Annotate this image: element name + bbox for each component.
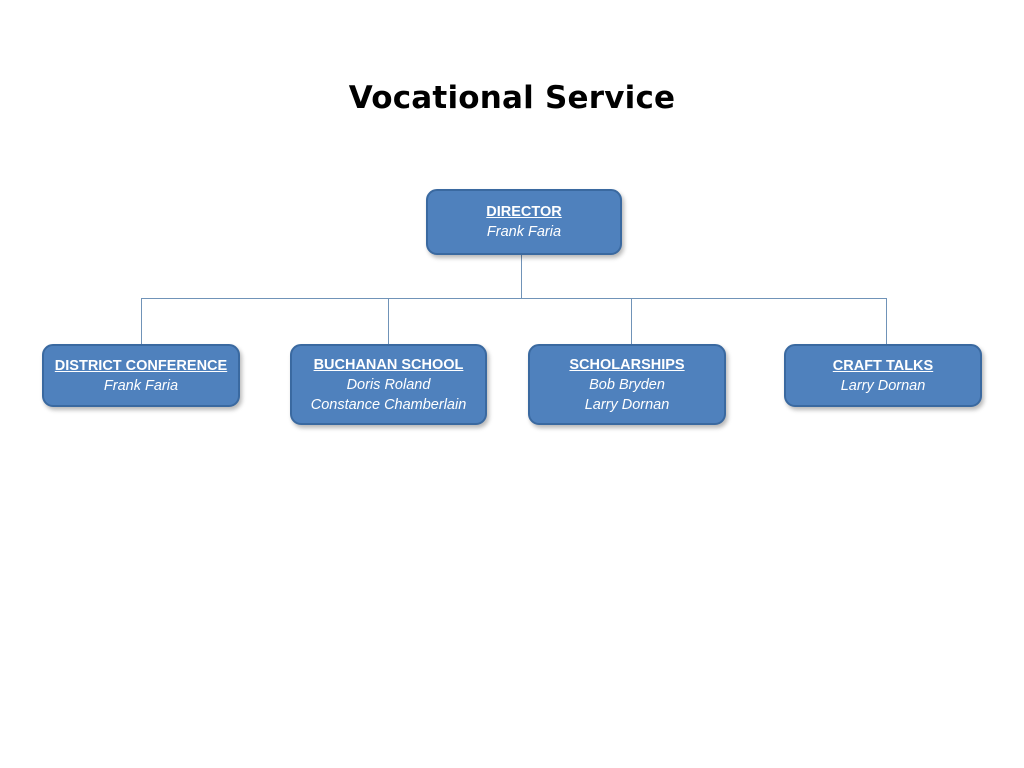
- org-node-district-conference-person-1: Frank Faria: [103, 377, 179, 394]
- org-node-district-conference[interactable]: DISTRICT CONFERENCE Frank Faria: [42, 344, 240, 407]
- org-node-director[interactable]: DIRECTOR Frank Faria: [426, 189, 622, 255]
- org-node-craft-talks-person-1: Larry Dornan: [840, 377, 926, 394]
- org-node-director-role: DIRECTOR: [486, 204, 562, 220]
- org-node-craft-talks-role: CRAFT TALKS: [832, 357, 934, 374]
- page-title: Vocational Service: [348, 80, 676, 116]
- connector-drop-buchanan-school: [388, 298, 389, 345]
- org-node-craft-talks[interactable]: CRAFT TALKS Larry Dornan: [784, 344, 982, 407]
- org-node-district-conference-role: DISTRICT CONFERENCE: [54, 357, 228, 374]
- connector-director-stem: [521, 254, 522, 299]
- connector-drop-scholarships: [631, 298, 632, 345]
- org-node-buchanan-school-person-2: Constance Chamberlain: [310, 396, 467, 413]
- connector-horizontal-bus: [141, 298, 887, 299]
- org-node-scholarships-person-2: Larry Dornan: [584, 396, 670, 413]
- org-node-scholarships-role: SCHOLARSHIPS: [569, 356, 685, 373]
- org-node-scholarships-person-1: Bob Bryden: [589, 376, 665, 393]
- org-node-buchanan-school-person-1: Doris Roland: [346, 376, 431, 393]
- org-node-director-person-1: Frank Faria: [486, 224, 562, 240]
- connector-drop-district-conference: [141, 298, 142, 345]
- org-node-buchanan-school[interactable]: BUCHANAN SCHOOL Doris Roland Constance C…: [290, 344, 487, 425]
- connector-drop-craft-talks: [886, 298, 887, 345]
- org-node-buchanan-school-role: BUCHANAN SCHOOL: [313, 356, 464, 373]
- org-node-scholarships[interactable]: SCHOLARSHIPS Bob Bryden Larry Dornan: [528, 344, 726, 425]
